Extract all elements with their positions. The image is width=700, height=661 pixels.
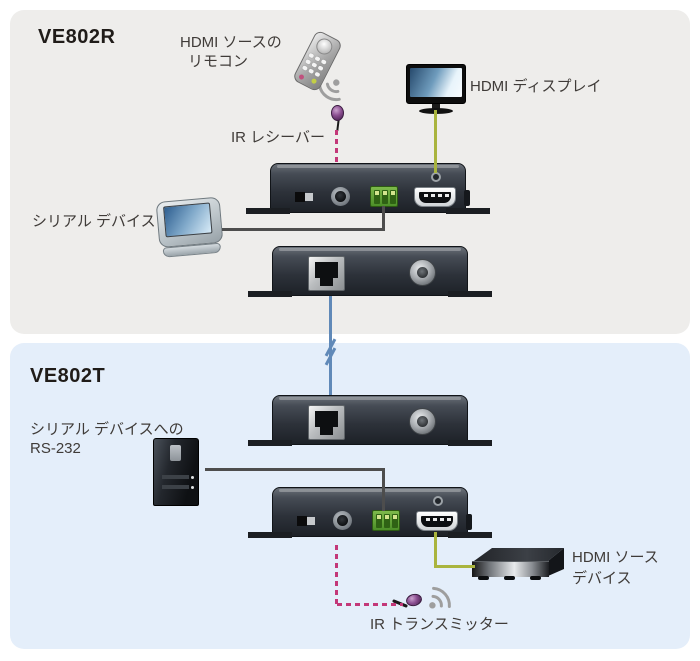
ir-transmitter-label: IR トランスミッター (370, 616, 509, 633)
ve802t-rear-unit (248, 395, 492, 446)
power-jack (409, 408, 436, 435)
power-jack (409, 259, 436, 286)
receiver-title: VE802R (38, 26, 116, 48)
remote-label-line2: リモコン (188, 53, 249, 70)
ir-receiver-label: IR レシーバー (231, 129, 326, 146)
hdmi-display-label: HDMI ディスプレイ (470, 78, 602, 95)
mounting-bracket (448, 532, 492, 538)
mounting-bracket (448, 291, 492, 297)
grounding-screw (431, 172, 441, 182)
remote-control-icon (291, 29, 344, 93)
hdmi-source-cable-line (434, 565, 475, 568)
hdmi-source-label: HDMI ソース デバイス (572, 547, 659, 589)
mounting-bracket (246, 208, 290, 214)
ir-jack (333, 511, 352, 530)
source-label-line1: HDMI ソース (572, 549, 659, 566)
remote-control-label: HDMI ソースの リモコン (180, 33, 282, 71)
hdmi-display-cable-line (434, 110, 437, 173)
ir-jack (331, 187, 350, 206)
unit-chassis (272, 395, 468, 445)
mode-switch (295, 192, 314, 202)
side-knob (466, 514, 472, 530)
mounting-bracket (248, 532, 292, 538)
ir-receiver-icon (331, 105, 344, 121)
mounting-bracket (248, 440, 292, 446)
ve802r-rear-unit (248, 246, 492, 297)
side-knob (464, 190, 470, 206)
transmitter-title: VE802T (30, 365, 106, 387)
mounting-bracket (446, 208, 490, 214)
ir-signal-waves-icon (426, 581, 458, 613)
rs232-label-line1: シリアル デバイスへの (30, 421, 184, 438)
rj45-port (308, 256, 345, 291)
mode-switch (297, 516, 316, 526)
hdmi-port (414, 187, 456, 207)
mounting-bracket (448, 440, 492, 446)
remote-label-line1: HDMI ソースの (180, 34, 282, 51)
ir-signal-waves-icon (312, 76, 347, 111)
serial-cable-line (222, 228, 384, 231)
ve802t-front-unit (248, 487, 492, 538)
serial-device-icon (153, 194, 232, 262)
ir-receiver-dashed-line (335, 130, 338, 164)
mounting-bracket (248, 291, 292, 297)
serial-cable-line (382, 206, 385, 231)
unit-chassis (272, 246, 468, 296)
rs232-terminal-block (370, 186, 398, 207)
rs232-cable-line (382, 469, 385, 511)
source-label-line2: デバイス (572, 570, 632, 587)
ir-transmitter-dashed-line (335, 545, 338, 606)
rs232-label: シリアル デバイスへの RS-232 (30, 420, 184, 458)
ve802r-front-unit (246, 163, 490, 214)
serial-device-label: シリアル デバイス (32, 213, 156, 230)
ir-transmitter-dashed-line (337, 603, 403, 606)
rs232-label-line2: RS-232 (30, 440, 81, 457)
hdmi-display-icon (406, 64, 468, 114)
grounding-screw (433, 496, 443, 506)
hdmi-port (416, 511, 458, 531)
hdmi-source-cable-line (434, 532, 437, 568)
rs232-cable-line (205, 468, 385, 471)
rj45-port (308, 405, 345, 440)
hdmi-source-device-icon (468, 545, 566, 583)
rs232-terminal-block (372, 510, 400, 531)
pc-tower-icon (153, 438, 203, 508)
